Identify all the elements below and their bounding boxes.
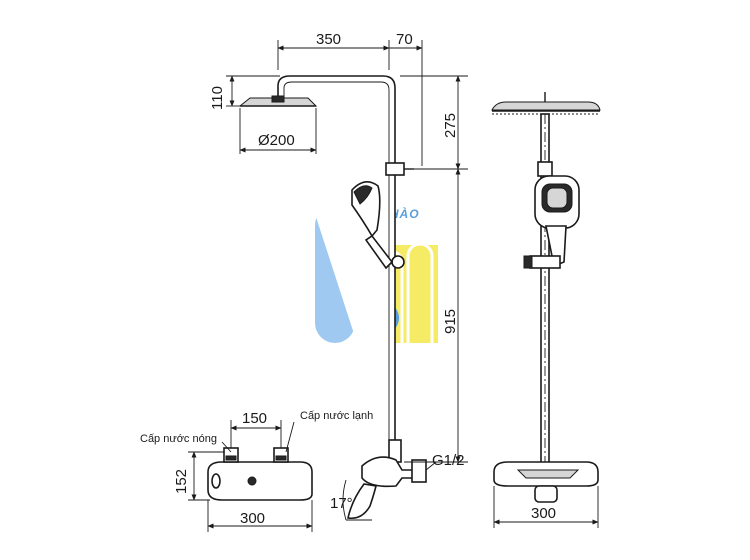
dim-spout-angle: 17° — [330, 495, 353, 512]
mixer-body — [207, 461, 313, 501]
dim-arm-length: 350 — [316, 31, 341, 48]
dim-upper-rod: 275 — [442, 113, 459, 138]
front-view — [238, 75, 427, 520]
dim-thread: G1/2 — [432, 452, 465, 469]
dim-rod-length: 915 — [442, 309, 459, 334]
label-hot-supply: Cấp nước nóng — [140, 433, 217, 445]
dim-head-height: 110 — [209, 86, 226, 110]
dim-mixer-width: 300 — [240, 510, 265, 527]
side-shower-head — [491, 101, 601, 111]
hand-shower — [351, 181, 394, 270]
dim-side-width: 300 — [531, 505, 556, 522]
label-cold-supply: Cấp nước lạnh — [300, 410, 373, 422]
dim-inlet-spacing: 150 — [242, 410, 267, 427]
side-hand-shower — [534, 175, 580, 268]
slide-bracket — [385, 162, 405, 176]
dim-head-diameter: Ø200 — [258, 132, 295, 149]
side-view: 300 — [491, 92, 601, 528]
mixer-detail-view: 150 Cấp nước nóng Cấp nước lạnh 152 300 — [140, 410, 373, 532]
dim-mixer-height: 152 — [173, 469, 190, 494]
dim-offset: 70 — [396, 31, 413, 48]
thermostatic-mixer-front — [361, 456, 417, 488]
overhead-arm — [277, 75, 396, 460]
front-dimensions: 350 70 110 Ø200 275 915 G1/2 17° — [209, 31, 468, 521]
hose-holder — [391, 255, 405, 269]
tub-spout — [347, 483, 377, 520]
